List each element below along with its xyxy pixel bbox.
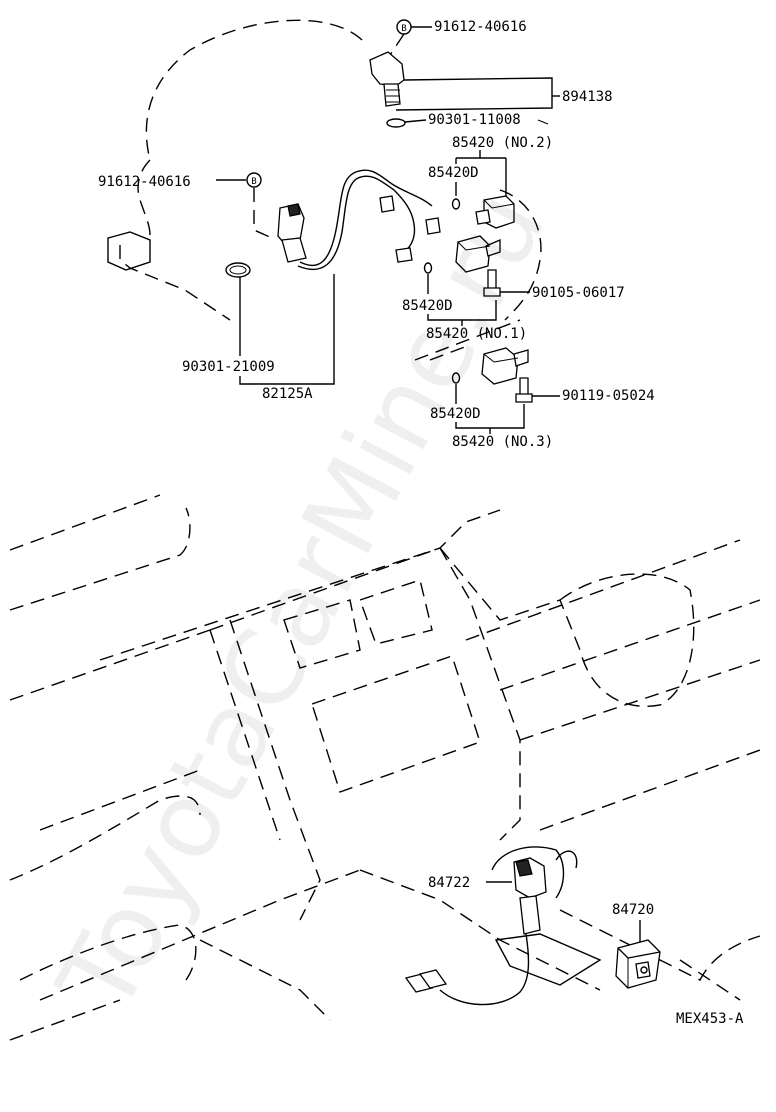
label-actuator-no1: 85420 (NO.1) [426, 326, 527, 342]
wire-harness [299, 169, 433, 267]
bolt-mid [483, 269, 501, 297]
label-figure-code: MEX453-A [676, 1011, 744, 1027]
b-marker-left [246, 172, 262, 188]
label-shift-switch: 84722 [428, 875, 470, 891]
label-actuator-no2: 85420 (NO.2) [452, 135, 553, 151]
dash-panel-right [359, 579, 433, 645]
console-switch [615, 939, 661, 989]
label-bolt-mid: 90105-06017 [532, 285, 625, 301]
actuator-no2 [475, 195, 515, 229]
label-oring-top: 90301-11008 [428, 112, 521, 128]
dashboard-assembly: 84722 84720 MEX453-A [9, 494, 761, 1041]
sensor-left [277, 203, 307, 263]
label-actuator-no3-sub: 85420D [430, 406, 481, 422]
b-marker-top-text: B [401, 24, 406, 34]
connector-3 [395, 247, 413, 263]
label-harness: 82125A [262, 386, 313, 402]
label-bolt-left: 91612-40616 [98, 174, 191, 190]
connector-1 [379, 195, 395, 213]
upper-assembly: B 91612-40616 894138 90301-11008 85420 (… [98, 19, 655, 450]
oring-top [386, 118, 406, 128]
label-actuator-no3: 85420 (NO.3) [452, 434, 553, 450]
label-bolt-top: 91612-40616 [434, 19, 527, 35]
label-sensor-top: 894138 [562, 89, 613, 105]
bolt-low [515, 377, 533, 403]
label-actuator-no2-sub: 85420D [428, 165, 479, 181]
dash-panel-left [283, 599, 361, 669]
dash-display [311, 655, 481, 793]
shift-switch [513, 857, 547, 935]
actuator-no1 [455, 235, 501, 273]
actuator-no3 [481, 347, 529, 385]
connector-2 [425, 217, 441, 235]
b-marker-left-text: B [251, 177, 256, 187]
oring-left [225, 262, 251, 278]
sensor-top [369, 51, 405, 107]
label-actuator-no1-sub: 85420D [402, 298, 453, 314]
label-console-switch: 84720 [612, 902, 654, 918]
label-bolt-low: 90119-05024 [562, 388, 655, 404]
watermark: ToyotaCarMine.ru [34, 172, 569, 1032]
label-oring-left: 90301-21009 [182, 359, 275, 375]
